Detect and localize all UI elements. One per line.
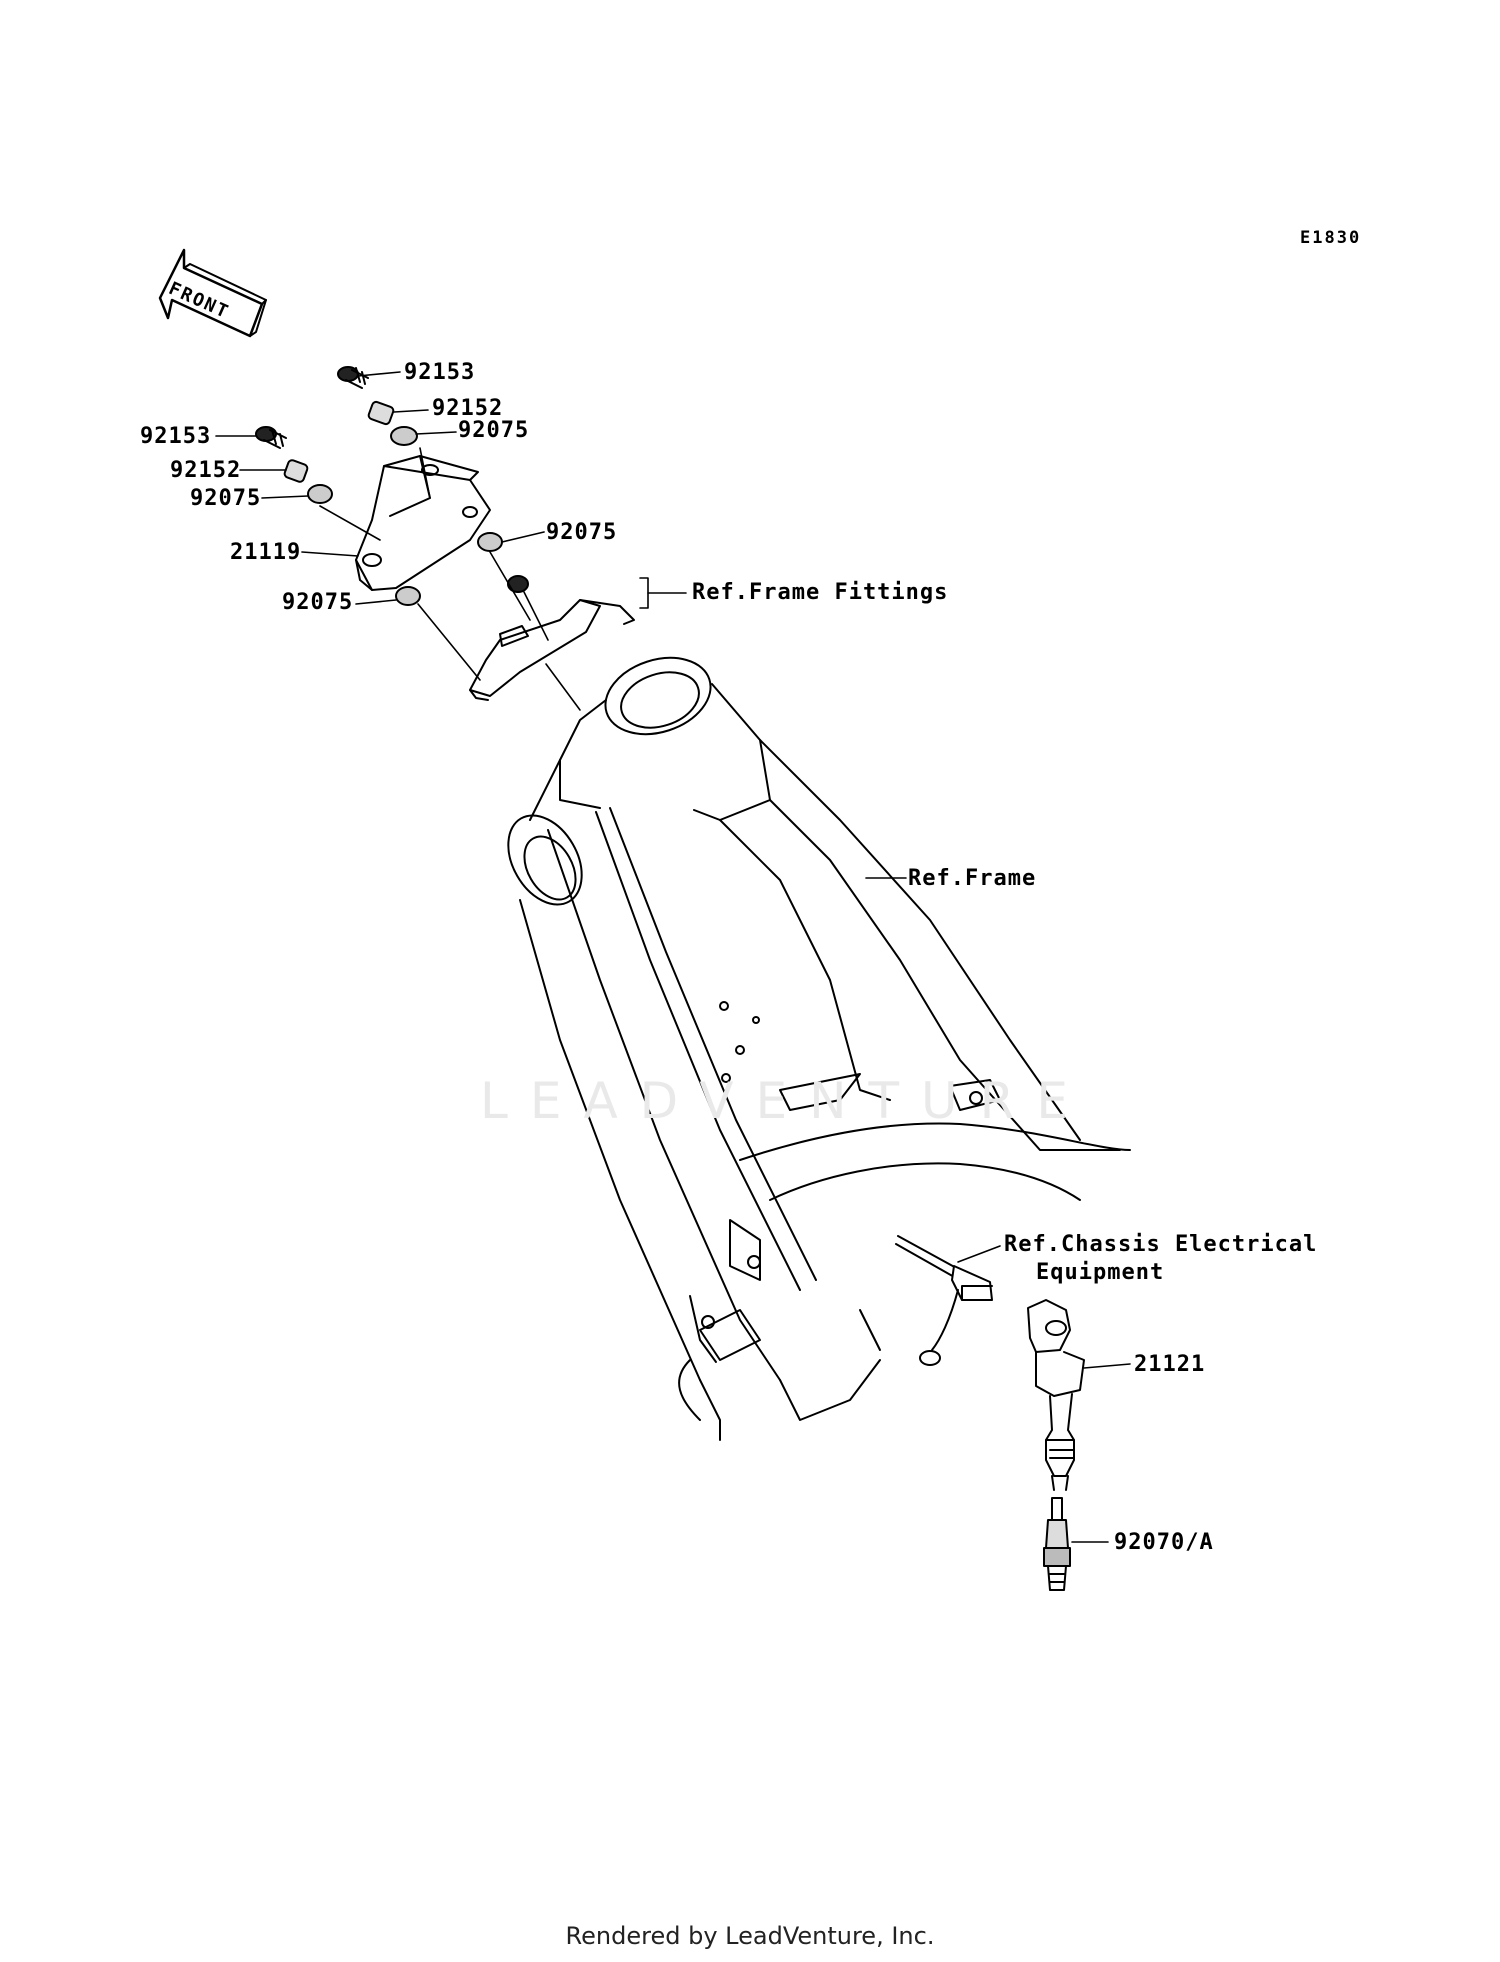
callout-92075-bottom[interactable]: 92075 (282, 590, 354, 615)
callout-92153-left[interactable]: 92153 (140, 424, 212, 449)
collar-92152-top (367, 400, 395, 426)
grommet-92075-bottom (395, 586, 421, 606)
diagram-code: E1830 (1300, 228, 1362, 248)
bolt-92153-left (255, 426, 287, 449)
leader-lines-upper (215, 371, 687, 711)
callout-92153-top[interactable]: 92153 (404, 360, 476, 385)
frame-body (507, 656, 1131, 1441)
callout-ref-frame-fittings[interactable]: Ref.Frame Fittings (692, 580, 949, 605)
callout-ref-chassis-line1[interactable]: Ref.Chassis Electrical (1004, 1232, 1318, 1257)
callout-ref-frame[interactable]: Ref.Frame (908, 866, 1037, 891)
callout-92152-top[interactable]: 92152 (432, 396, 504, 421)
grommet-92075-top (390, 426, 418, 446)
callout-92152-left[interactable]: 92152 (170, 458, 242, 483)
bracket-21119 (355, 455, 491, 591)
collar-92152-left (283, 459, 309, 483)
footer-credit: Rendered by LeadVenture, Inc. (565, 1922, 935, 1950)
callout-92075-right[interactable]: 92075 (546, 520, 618, 545)
callout-21119[interactable]: 21119 (230, 540, 302, 565)
callout-92070a[interactable]: 92070/A (1114, 1530, 1214, 1555)
callout-ref-chassis-line2[interactable]: Equipment (1036, 1260, 1165, 1285)
callout-21121[interactable]: 21121 (1134, 1352, 1206, 1377)
bolt-92153-top (337, 366, 369, 389)
wiring-connector (895, 1235, 1001, 1366)
callout-92075-left[interactable]: 92075 (190, 486, 262, 511)
frame-fitting-bracket (469, 575, 635, 701)
front-arrow-icon (158, 248, 267, 338)
ignition-coil-21121 (1027, 1299, 1131, 1491)
grommet-92075-left (307, 484, 333, 504)
grommet-92075-right (477, 532, 503, 552)
spark-plug-92070a (1043, 1497, 1109, 1591)
callout-92075-top[interactable]: 92075 (458, 418, 530, 443)
watermark-text: LEADVENTURE (480, 1072, 1090, 1130)
